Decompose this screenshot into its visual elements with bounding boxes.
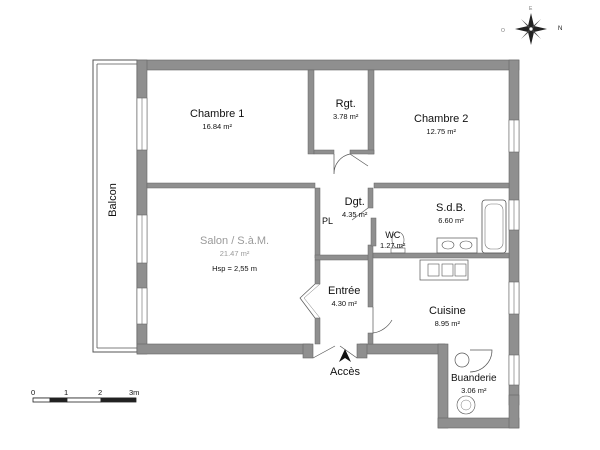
interior-walls xyxy=(146,69,510,345)
room-area: 3.06 m² xyxy=(461,385,487,395)
room-dgt: Dgt. 4.35 m² xyxy=(342,196,367,219)
room-name: Buanderie xyxy=(451,373,497,384)
room-area: 21.47 m² xyxy=(219,248,250,258)
room-wc: WC 1.27 m² xyxy=(380,230,405,251)
room-name: WC xyxy=(385,230,401,240)
room-chambre-1: Chambre 1 16.84 m² xyxy=(190,108,244,131)
scale-tick-2: 2 xyxy=(98,388,103,397)
access-arrow xyxy=(339,349,351,362)
access-label: Accès xyxy=(330,366,360,378)
ceiling-height: Hsp = 2,55 m xyxy=(212,264,257,274)
room-area: 12.75 m² xyxy=(426,126,457,136)
svg-text:O: O xyxy=(501,28,505,34)
svg-text:E: E xyxy=(529,6,533,12)
room-sdb: S.d.B. 6.60 m² xyxy=(436,202,466,225)
room-name: Chambre 1 xyxy=(190,108,245,120)
room-area: 3.78 m² xyxy=(333,111,359,121)
room-area: 6.60 m² xyxy=(438,215,464,225)
room-area: 16.84 m² xyxy=(202,121,233,131)
room-salon: Salon / S.à.M. 21.47 m² Hsp = 2,55 m xyxy=(200,235,269,274)
scale-bar xyxy=(32,397,137,403)
doors xyxy=(299,153,493,373)
windows xyxy=(136,97,520,386)
room-area: 8.95 m² xyxy=(434,318,461,328)
balcony-label: Balcon xyxy=(106,183,119,217)
toilet xyxy=(390,231,406,254)
room-name: Entrée xyxy=(328,285,361,297)
sink-double xyxy=(436,237,478,254)
room-name: Cuisine xyxy=(429,305,466,317)
room-entree: Entrée 4.30 m² xyxy=(328,285,360,308)
room-name: S.d.B. xyxy=(436,202,466,214)
scale-tick-0: 0 xyxy=(31,388,36,397)
room-buanderie: Buanderie 3.06 m² xyxy=(451,373,497,395)
room-name: Salon / S.à.M. xyxy=(200,235,270,247)
room-name: Chambre 2 xyxy=(414,113,469,125)
room-rgt: Rgt. 3.78 m² xyxy=(333,98,358,121)
room-area: 1.27 m² xyxy=(380,241,406,251)
laundry-machine xyxy=(454,352,476,415)
room-area: 4.30 m² xyxy=(331,298,357,308)
room-name: Rgt. xyxy=(335,98,356,110)
kitchen-counter xyxy=(419,259,469,281)
exterior-walls xyxy=(136,59,520,429)
bathtub xyxy=(481,199,507,254)
room-chambre-2: Chambre 2 12.75 m² xyxy=(414,113,468,136)
room-name: Dgt. xyxy=(344,196,365,208)
compass-north-label: N xyxy=(558,26,563,32)
scale-tick-1: 1 xyxy=(64,388,69,397)
scale-tick-3m: 3m xyxy=(129,388,140,397)
room-area: 4.35 m² xyxy=(342,209,368,219)
placard-label: PL xyxy=(322,216,334,226)
compass-rose: O E xyxy=(501,6,547,45)
room-cuisine: Cuisine 8.95 m² xyxy=(429,305,466,328)
